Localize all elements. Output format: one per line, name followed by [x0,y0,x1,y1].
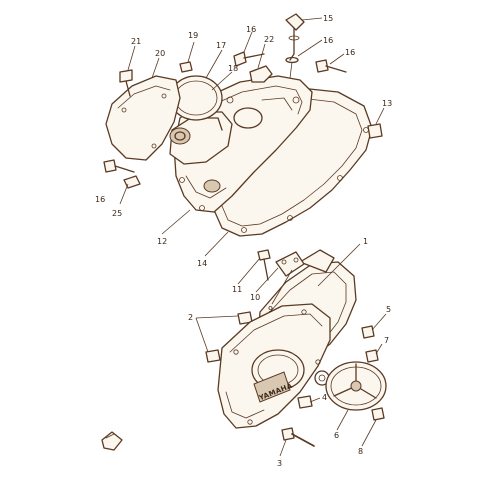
callout-13: 13 [382,99,392,108]
outer-crankcase-cover: YAMAHA [217,303,331,429]
callout-8: 8 [358,447,363,456]
screw-23 [119,69,133,97]
callout-5: 5 [386,305,391,314]
callout-22: 20 [155,49,165,58]
callout-2: 2 [188,313,193,322]
screw-8 [371,407,385,421]
callout-17: 15 [323,14,333,23]
callout-10: 10 [250,293,260,302]
screw-16-right [315,59,347,73]
callout-18: 16 [323,36,333,45]
callout-20: 18 [228,64,238,73]
plug-13 [367,123,383,139]
callout-23: 21 [131,37,141,46]
callout-16-top: 16 [246,25,256,34]
callout-16-right: 16 [345,48,355,57]
callout-numbers: 21 20 19 17 18 16 22 15 16 16 13 16 25 1… [95,14,392,468]
callout-14: 14 [197,259,207,268]
screw-4 [297,395,313,409]
callout-11: 11 [232,285,242,294]
small-outer-cover [105,75,181,161]
star-plate [325,361,387,411]
callout-25: 25 [112,209,122,218]
callout-6: 6 [334,431,339,440]
screw-16-upper [233,51,265,67]
dowel-pin-lower [205,349,221,363]
callout-3: 3 [277,459,282,468]
callout-4: 4 [322,393,327,402]
bracket-9-10 [275,251,305,277]
callout-16-left: 16 [95,195,105,204]
callout-7: 7 [384,336,389,345]
callout-19: 17 [216,41,226,50]
leader-lines [119,17,387,457]
screw-25 [103,159,141,189]
bracket-24 [249,65,273,83]
screw-7 [365,349,379,363]
callout-12: 12 [157,237,167,246]
callout-21: 19 [188,31,198,40]
callout-9: 9 [268,305,273,314]
bolt-3 [281,427,315,447]
screw-11 [257,249,271,281]
o-ring-18 [285,56,299,79]
callout-24: 22 [264,35,274,44]
dipstick-17 [285,13,305,61]
callout-1: 1 [363,237,368,246]
clip-21 [179,61,193,73]
screw-5 [361,325,375,339]
loose-clip-part [101,431,123,451]
